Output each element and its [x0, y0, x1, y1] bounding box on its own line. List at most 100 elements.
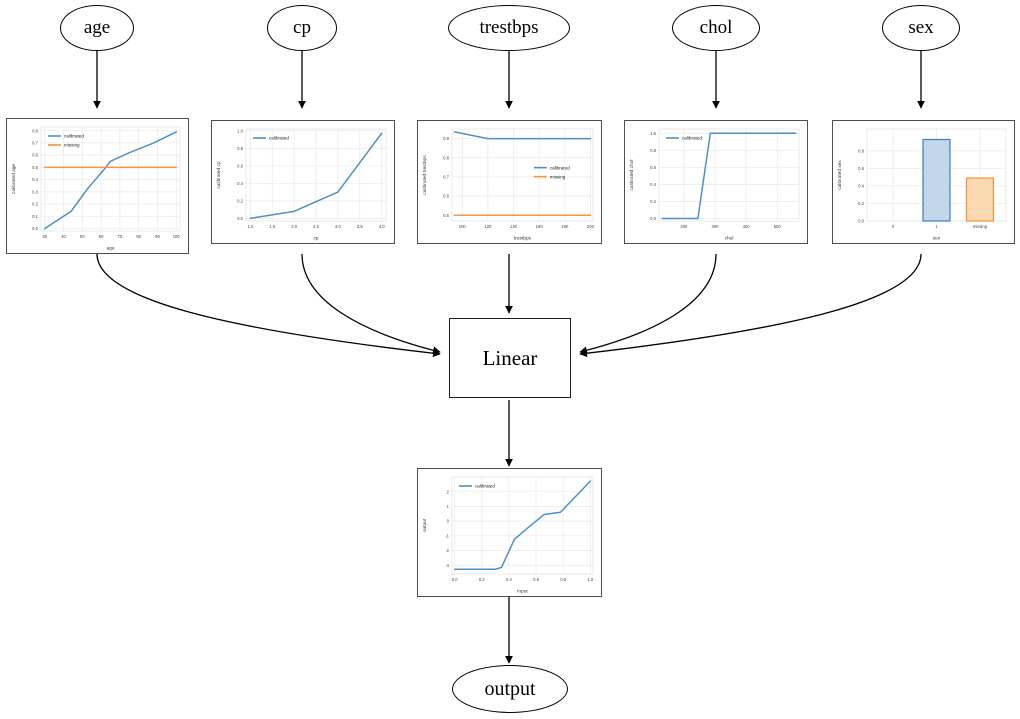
svg-text:age: age: [106, 247, 114, 252]
svg-text:chol: chol: [725, 236, 734, 242]
node-age-label: age: [83, 17, 111, 38]
svg-text:60: 60: [99, 234, 104, 239]
svg-text:0.8: 0.8: [32, 128, 38, 133]
svg-text:calibrated: calibrated: [64, 134, 84, 139]
node-chol-label: chol: [699, 17, 733, 38]
node-trestbps[interactable]: trestbps: [448, 5, 570, 51]
svg-text:-1: -1: [445, 533, 449, 538]
svg-text:0.8: 0.8: [560, 577, 566, 582]
svg-text:0.6: 0.6: [858, 166, 864, 171]
svg-text:0.2: 0.2: [479, 577, 485, 582]
svg-text:4.0: 4.0: [379, 224, 385, 229]
node-sex-label: sex: [908, 17, 934, 38]
svg-text:calibrated sex: calibrated sex: [837, 160, 843, 190]
svg-text:0.8: 0.8: [650, 148, 656, 153]
svg-text:calibrated: calibrated: [550, 165, 570, 170]
svg-text:missing: missing: [973, 224, 988, 229]
svg-text:0: 0: [447, 519, 450, 524]
svg-text:1: 1: [447, 504, 450, 509]
svg-text:0.7: 0.7: [32, 141, 38, 146]
svg-text:1.0: 1.0: [587, 577, 593, 582]
svg-text:0.6: 0.6: [533, 577, 539, 582]
svg-text:0.0: 0.0: [237, 216, 243, 221]
svg-text:0.4: 0.4: [32, 177, 38, 182]
svg-text:1.0: 1.0: [237, 128, 243, 133]
svg-text:3.0: 3.0: [335, 224, 341, 229]
svg-text:0.8: 0.8: [237, 146, 243, 151]
svg-text:0.4: 0.4: [237, 181, 243, 186]
svg-text:1: 1: [935, 224, 938, 229]
svg-text:2.0: 2.0: [291, 224, 297, 229]
svg-text:sex: sex: [933, 237, 941, 242]
svg-text:80: 80: [136, 234, 141, 239]
node-output-label: output: [484, 677, 536, 700]
node-age[interactable]: age: [60, 5, 134, 51]
svg-text:0.4: 0.4: [858, 184, 864, 189]
svg-text:input: input: [517, 589, 528, 595]
svg-text:-3: -3: [445, 563, 449, 568]
svg-text:0.3: 0.3: [32, 189, 38, 194]
svg-text:40: 40: [61, 234, 66, 239]
svg-text:output: output: [422, 518, 428, 532]
svg-text:0.8: 0.8: [858, 149, 864, 154]
svg-text:100: 100: [173, 234, 181, 239]
svg-text:1.0: 1.0: [247, 224, 253, 229]
svg-text:90: 90: [155, 234, 160, 239]
svg-text:1.5: 1.5: [269, 224, 275, 229]
svg-text:2.5: 2.5: [313, 224, 319, 229]
svg-text:calibrated chol: calibrated chol: [629, 160, 635, 191]
svg-text:100: 100: [459, 224, 467, 229]
node-chol[interactable]: chol: [672, 5, 760, 51]
svg-text:calibrated age: calibrated age: [11, 164, 17, 194]
node-cp[interactable]: cp: [267, 5, 337, 51]
svg-text:1.0: 1.0: [650, 131, 656, 136]
svg-text:70: 70: [118, 234, 123, 239]
svg-text:0.4: 0.4: [506, 577, 512, 582]
svg-text:500: 500: [774, 224, 782, 229]
svg-text:0.6: 0.6: [443, 194, 449, 199]
svg-text:0.1: 0.1: [32, 214, 38, 219]
svg-text:trestbps: trestbps: [514, 236, 532, 242]
node-output[interactable]: output: [452, 665, 568, 713]
svg-text:180: 180: [561, 224, 569, 229]
svg-text:160: 160: [536, 224, 544, 229]
svg-text:calibrated cp: calibrated cp: [216, 161, 222, 189]
svg-text:200: 200: [680, 224, 688, 229]
node-trestbps-label: trestbps: [479, 17, 539, 38]
svg-text:cp: cp: [313, 237, 318, 242]
svg-text:400: 400: [743, 224, 751, 229]
edge-sex-chart-to-linear: [579, 253, 922, 358]
svg-text:0.6: 0.6: [650, 165, 656, 170]
node-linear[interactable]: Linear: [449, 318, 571, 398]
svg-text:0.9: 0.9: [443, 136, 449, 141]
svg-text:0.6: 0.6: [32, 153, 38, 158]
svg-text:0.4: 0.4: [650, 182, 656, 187]
svg-text:30: 30: [42, 234, 47, 239]
svg-text:0.0: 0.0: [858, 219, 864, 224]
svg-text:0.5: 0.5: [32, 165, 38, 170]
svg-text:0.0: 0.0: [452, 577, 458, 582]
svg-text:0.7: 0.7: [443, 175, 449, 180]
svg-text:0.2: 0.2: [858, 201, 864, 206]
node-sex[interactable]: sex: [882, 5, 960, 51]
node-cp-label: cp: [293, 17, 311, 38]
svg-text:0.2: 0.2: [237, 198, 243, 203]
svg-text:calibrated: calibrated: [475, 484, 495, 489]
svg-text:missing: missing: [64, 143, 80, 148]
